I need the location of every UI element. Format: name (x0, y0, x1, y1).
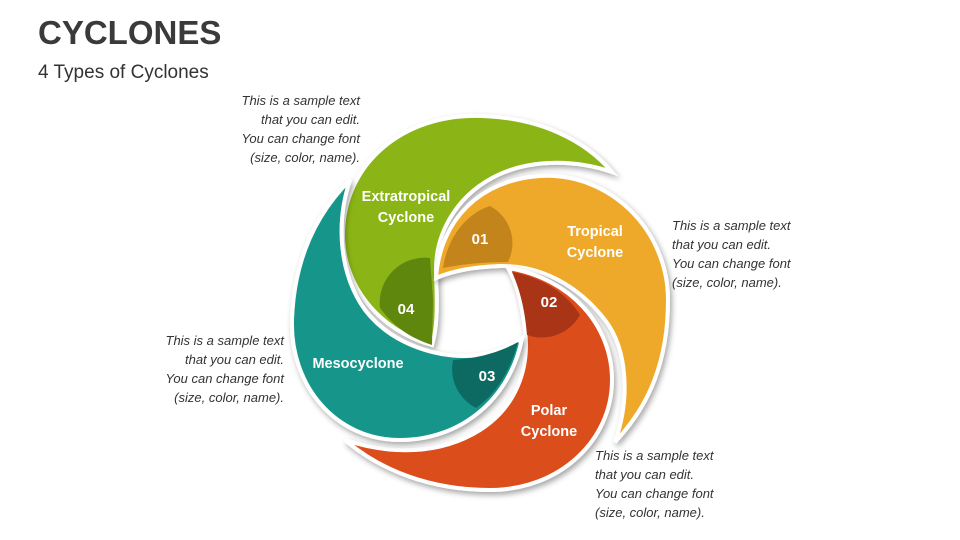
segment-01-description: This is a sample text that you can edit.… (672, 216, 791, 292)
note-line: You can change font (595, 486, 714, 501)
note-line: (size, color, name). (595, 505, 705, 520)
page-title: CYCLONES (38, 14, 222, 51)
page-subtitle: 4 Types of Cyclones (38, 62, 209, 83)
segment-03-number-disk (452, 342, 518, 408)
segment-polar (343, 265, 615, 493)
note-line: You can change font (241, 131, 360, 146)
segment-03-name-line-1: Mesocyclone (312, 356, 403, 372)
segment-mesocyclone (289, 178, 525, 443)
segment-02-number: 02 (541, 294, 558, 311)
note-line: This is a sample text (241, 93, 361, 108)
note-line: This is a sample text (672, 218, 791, 233)
note-line: You can change font (165, 371, 284, 386)
note-line: This is a sample text (595, 448, 714, 463)
segment-04-number-disk (379, 257, 433, 345)
note-line: You can change font (672, 256, 791, 271)
segment-04-number: 04 (398, 301, 415, 318)
segment-03-number: 03 (479, 368, 496, 385)
note-line: that you can edit. (260, 112, 360, 127)
segment-02-name-line-2: Cyclone (521, 424, 577, 440)
segment-04-name-line-2: Cyclone (378, 210, 434, 226)
segment-tropical (433, 173, 671, 444)
note-line: that you can edit. (595, 467, 695, 482)
note-line: This is a sample text (165, 333, 285, 348)
segment-04-description: This is a sample text that you can edit.… (200, 91, 360, 167)
note-line: that you can edit. (672, 237, 772, 252)
note-line: that you can edit. (184, 352, 284, 367)
segment-02-name-line-1: Polar (531, 403, 568, 419)
note-line: (size, color, name). (174, 390, 284, 405)
note-line: (size, color, name). (672, 275, 782, 290)
segment-01-number-disk (443, 206, 513, 268)
segment-04-name-line-1: Extratropical (362, 189, 451, 205)
segment-01-name-line-2: Cyclone (567, 245, 623, 261)
segment-01-name-line-1: Tropical (567, 224, 623, 240)
segment-02-description: This is a sample text that you can edit.… (595, 446, 714, 522)
note-line: (size, color, name). (250, 150, 360, 165)
segment-02-number-disk (512, 272, 580, 338)
segment-01-number: 01 (472, 231, 489, 248)
segment-03-description: This is a sample text that you can edit.… (124, 331, 284, 407)
